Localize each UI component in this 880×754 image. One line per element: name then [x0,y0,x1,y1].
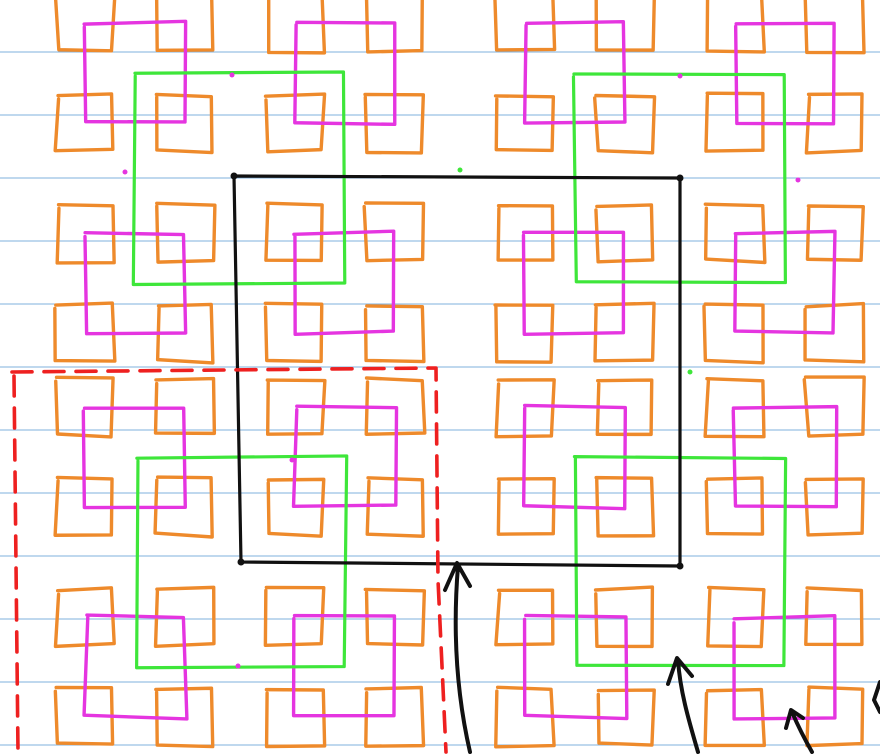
black-corner-dot [231,173,238,180]
arrow-2 [668,658,698,752]
stray-dot [458,168,463,173]
arrow-1 [445,563,470,752]
stray-dot [123,170,128,175]
arrow-4-partial [874,682,880,712]
black-corner-dot [677,563,684,570]
stray-dot [796,178,801,183]
stray-dot [236,664,241,669]
selection-box [12,368,446,752]
level-1-magenta-squares [83,21,836,719]
stray-dot [230,73,235,78]
stray-dot [688,370,693,375]
level-0-orange-squares [55,0,864,747]
black-corner-dot [677,175,684,182]
orange-square [266,690,324,747]
black-corner-dot [238,559,245,566]
red-dashed-selection-outline [12,368,446,752]
stray-dot [678,74,683,79]
ruled-paper-lines [0,52,880,745]
stray-dot [290,458,295,463]
